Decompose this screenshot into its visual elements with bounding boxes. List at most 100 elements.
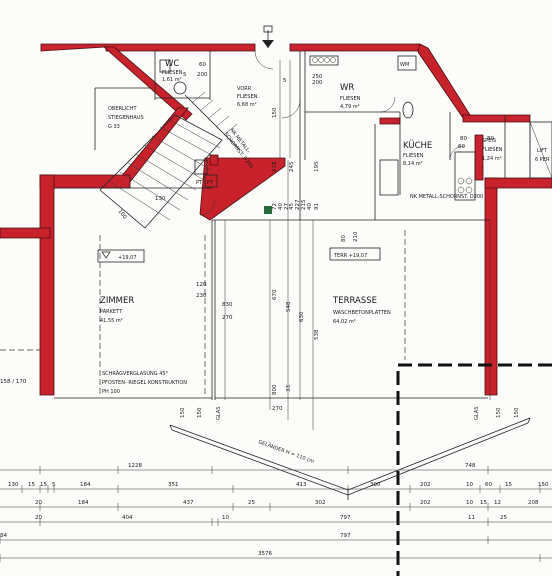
dimension-label: 12 — [494, 500, 501, 506]
dimension-label: 25 — [500, 515, 507, 521]
pt-left: PT — [196, 180, 203, 186]
wm-label: WM — [400, 62, 409, 68]
level-mark-terrace — [329, 247, 381, 261]
exterior-walls — [0, 43, 552, 396]
terrasse-name: TERRASSE — [332, 296, 377, 306]
wr-name: WR — [340, 83, 354, 93]
wr-interior-wall — [379, 117, 401, 125]
lift-label: LIFT — [537, 148, 548, 154]
dimension-label: 11 — [468, 515, 475, 521]
upper-right-diagonal-wall — [417, 43, 471, 119]
dimension-label: 245 — [289, 161, 295, 172]
railing-label: GELÄNDER H = 110 cm — [257, 438, 315, 465]
entry-arrow-icon — [262, 25, 274, 48]
dimension-label: 1228 — [128, 463, 142, 469]
dimension-label: 150 — [496, 407, 502, 418]
dimension-label: 218 — [272, 161, 278, 172]
right-vertical-wall — [484, 177, 498, 396]
kueche-floor: FLIESEN — [403, 153, 424, 159]
dimension-label: 15 — [28, 482, 35, 488]
kueche-name: KÜCHE — [403, 140, 432, 151]
dimension-label: 630 — [299, 311, 305, 322]
dimension-label: 40 — [278, 203, 284, 210]
dimension-label: 5 — [183, 72, 187, 78]
dimension-label: 27 — [284, 203, 290, 210]
dimension-label: 797 — [340, 533, 351, 539]
right-horizontal-wall — [484, 177, 552, 189]
wc-name: WC — [165, 59, 179, 69]
top-wall-left — [40, 43, 256, 52]
oberlicht-line2: STIEGENHAUS — [108, 115, 144, 121]
speis-name: SPEIS — [482, 138, 496, 144]
level-terr: TERR +19,07 — [333, 253, 367, 259]
zimmer-outline — [0, 230, 406, 395]
dimension-label: 25 — [248, 500, 255, 506]
chain-labels: 1228 748 130 15 15 5 184 351 413 300 202… — [0, 463, 549, 557]
vorr-name: VORR — [237, 86, 252, 92]
chimney-box-left — [194, 159, 208, 175]
dimension-chains — [0, 466, 552, 562]
dimension-label: 72 — [272, 203, 278, 210]
dimension-label: 45 — [289, 203, 295, 210]
dimension-label: 184 — [78, 500, 89, 506]
dimension-label: 538 — [314, 329, 320, 340]
dimension-label: 130 — [8, 482, 19, 488]
dimension-label: 250 — [312, 74, 323, 80]
dimension-label: 270 — [222, 315, 233, 321]
dimension-label: 150 — [180, 407, 186, 418]
dimension-label: 195 — [314, 161, 320, 172]
dimension-label: 3576 — [258, 551, 272, 557]
glas-left-label: GLAS — [216, 407, 222, 420]
dimension-label: 100 — [116, 209, 127, 221]
glazing-line3: PH 100 — [102, 389, 120, 395]
dimension-label: 200 — [312, 80, 323, 86]
dimension-label: 300 — [370, 482, 381, 488]
dimension-label: 130 — [155, 196, 166, 202]
dimension-label: 91 — [314, 203, 320, 210]
dimension-label: 33 — [286, 385, 292, 392]
wc-floor: FLIESEN — [162, 70, 183, 76]
vorr-floor: FLIESEN — [237, 94, 258, 100]
dimension-label: 800 — [272, 384, 278, 395]
inner-dimension-labels: 60 200 5 218 245 40 45 227 215 40 150 5 … — [0, 62, 520, 418]
dimension-label: 10 — [466, 500, 473, 506]
dimension-label: 150 — [197, 407, 203, 418]
wr-floor: FLIESEN — [340, 96, 361, 102]
dimension-label: 15 — [480, 500, 487, 506]
dimension-label: 302 — [315, 500, 326, 506]
dimension-label: 670 — [272, 289, 278, 300]
speis-area: 1,24 m² — [482, 156, 502, 162]
dimension-label: 80 — [341, 235, 347, 242]
wr-fixtures — [309, 55, 417, 119]
dimension-label: 202 — [420, 500, 431, 506]
zimmer-area: 41,55 m² — [100, 318, 123, 324]
terrasse-floor: WASCHBETONPLATTEN — [333, 310, 391, 316]
dimension-label: 80 — [487, 136, 494, 142]
wc-area: 1,61 m² — [162, 77, 182, 83]
dimension-label: 120 — [196, 282, 207, 288]
dimension-label: 227 — [295, 199, 301, 210]
boundary-line — [396, 363, 552, 576]
dimension-label: 200 — [197, 72, 208, 78]
dimension-label: 404 — [122, 515, 133, 521]
dimension-label: 548 — [286, 301, 292, 312]
dimension-label: 797 — [340, 515, 351, 521]
dimension-label: 184 — [80, 482, 91, 488]
zimmer-floor: PARKETT — [100, 309, 123, 315]
zimmer-name: ZIMMER — [100, 296, 134, 306]
lift-shaft — [529, 121, 552, 179]
railing — [169, 417, 531, 500]
dimension-label: 60 — [485, 482, 492, 488]
dimension-label: 215 — [301, 199, 307, 210]
glazing-line2: PFOSTEN- RIEGEL KONSTRUKTION — [102, 380, 187, 386]
left-vertical-wall — [39, 174, 55, 396]
glazing-line1: SCHRÄGVERGLASUNG 45° — [102, 370, 169, 377]
kitchen-counter — [379, 151, 476, 201]
dimension-label: 40 — [307, 203, 313, 210]
chimney-box-right — [204, 174, 218, 188]
top-wall-right — [289, 43, 421, 52]
far-left-wall — [0, 227, 51, 239]
kueche-area: 8,14 m² — [403, 161, 423, 167]
dimension-label: 60 — [458, 144, 465, 150]
